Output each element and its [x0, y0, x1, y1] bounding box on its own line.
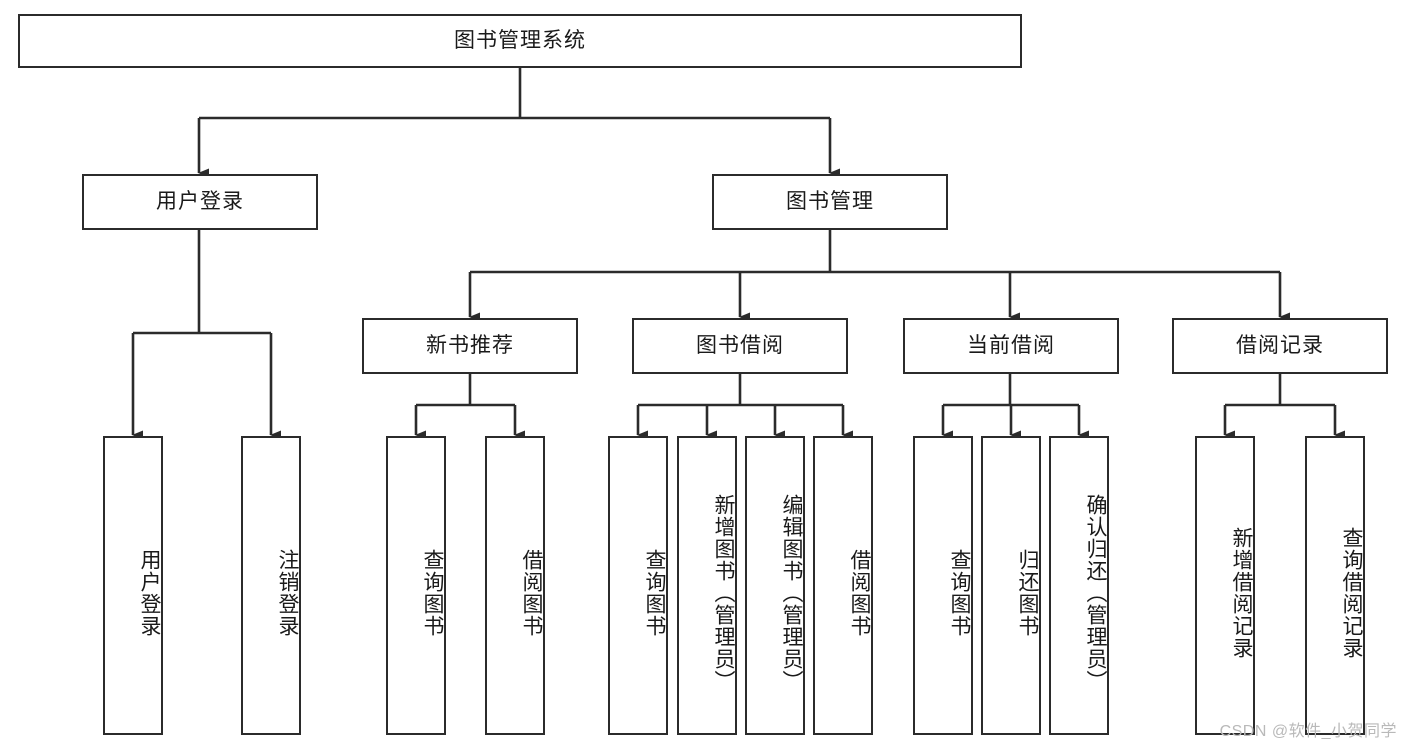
node-leaf-confirm-return-admin[interactable]: 确认归还（管理员）	[1049, 436, 1109, 735]
node-label: 归还图书	[1016, 548, 1039, 637]
node-label: 用户登录	[138, 548, 161, 637]
node-leaf-return-book[interactable]: 归还图书	[981, 436, 1041, 735]
node-label: 借阅图书	[848, 548, 871, 637]
node-label: 图书管理系统	[454, 28, 586, 52]
node-borrow-record[interactable]: 借阅记录	[1172, 318, 1388, 374]
node-user-login[interactable]: 用户登录	[82, 174, 318, 230]
node-label: 借阅记录	[1236, 333, 1324, 357]
node-leaf-borrow-book-2[interactable]: 借阅图书	[813, 436, 873, 735]
node-label: 新书推荐	[426, 333, 514, 357]
node-label: 查询借阅记录	[1340, 526, 1363, 659]
node-leaf-user-logout[interactable]: 注销登录	[241, 436, 301, 735]
node-leaf-query-borrow-record[interactable]: 查询借阅记录	[1305, 436, 1365, 735]
node-leaf-edit-book-admin[interactable]: 编辑图书（管理员）	[745, 436, 805, 735]
node-label: 编辑图书（管理员）	[780, 493, 803, 692]
node-label: 用户登录	[156, 189, 244, 213]
node-label: 图书借阅	[696, 333, 784, 357]
node-leaf-add-book-admin[interactable]: 新增图书（管理员）	[677, 436, 737, 735]
node-leaf-query-book-2[interactable]: 查询图书	[608, 436, 668, 735]
node-label: 新增借阅记录	[1230, 526, 1253, 659]
node-book-manage[interactable]: 图书管理	[712, 174, 948, 230]
node-label: 注销登录	[276, 548, 299, 637]
csdn-watermark: CSDN @软件_小贺同学	[1219, 723, 1397, 740]
node-label: 借阅图书	[520, 548, 543, 637]
node-label: 当前借阅	[967, 333, 1055, 357]
node-root[interactable]: 图书管理系统	[18, 14, 1022, 68]
node-label: 查询图书	[643, 548, 666, 637]
node-current-borrow[interactable]: 当前借阅	[903, 318, 1119, 374]
node-label: 查询图书	[948, 548, 971, 637]
node-new-book-recommend[interactable]: 新书推荐	[362, 318, 578, 374]
node-leaf-borrow-book-1[interactable]: 借阅图书	[485, 436, 545, 735]
node-leaf-query-book-1[interactable]: 查询图书	[386, 436, 446, 735]
node-label: 图书管理	[786, 189, 874, 213]
node-leaf-add-borrow-record[interactable]: 新增借阅记录	[1195, 436, 1255, 735]
node-leaf-query-book-3[interactable]: 查询图书	[913, 436, 973, 735]
node-leaf-user-login[interactable]: 用户登录	[103, 436, 163, 735]
node-label: 查询图书	[421, 548, 444, 637]
node-book-borrow[interactable]: 图书借阅	[632, 318, 848, 374]
node-label: 新增图书（管理员）	[712, 493, 735, 692]
node-label: 确认归还（管理员）	[1084, 493, 1107, 692]
